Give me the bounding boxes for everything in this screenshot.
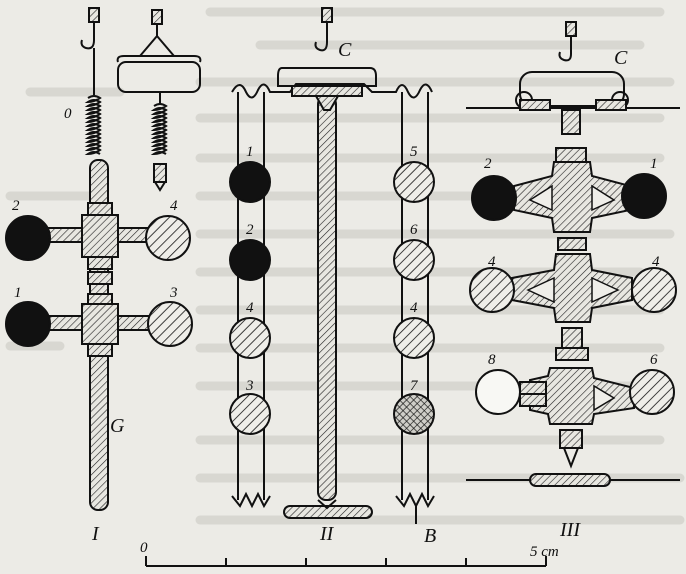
hook-icon [558,36,572,62]
hook-icon [314,22,328,52]
ball-1-black [5,301,51,347]
label-ball-2: 2 [12,198,20,214]
label-II-ball-2: 2 [246,222,254,238]
ball-4-hatched-left [469,267,515,313]
label-II-ball-3: 3 [245,378,254,394]
label-ball-1: 1 [14,285,22,301]
label-II-ball-4b: 4 [410,300,418,316]
label-III-ball-6: 6 [650,352,658,368]
label-ball-3: 3 [169,285,178,301]
label-II-ball-5: 5 [410,144,418,160]
panel-II: C 1 2 4 3 5 6 4 7 [229,7,436,547]
panel-label-I: I [91,523,100,545]
upper-cross [5,202,191,270]
label-II-ball-4: 4 [246,300,254,316]
panel-III: C 2 1 4 4 8 6 [466,21,680,541]
ball-4-hatched [229,317,271,359]
ball-2-black [471,175,517,221]
panel-I: 0 G 2 4 1 3 I [5,7,193,545]
label-III-ball-1: 1 [650,156,658,172]
label-II-ball-7: 7 [410,378,419,394]
ball-3-hatched [147,301,193,347]
ball-1-black [229,161,271,203]
lower-cross [5,271,193,357]
label-II-ball-6: 6 [410,222,418,238]
ball-7-crosshatched [393,393,435,435]
scale-end-label: 5 cm [530,544,559,560]
ball-8-white [475,369,521,415]
label-III-ball-4-left: 4 [488,254,496,270]
ball-3-hatched [229,393,271,435]
spring [84,48,102,156]
panel-label-III: III [559,519,581,541]
panel-label-II: II [319,523,335,545]
label-ball-4: 4 [170,198,178,214]
ball-1-black [621,173,667,219]
ball-2-black [229,239,271,281]
scale-bar: 0 5 cm [140,540,559,567]
label-II-ball-1: 1 [246,144,254,160]
ball-4-hatched [393,317,435,359]
yoke-detail [116,9,202,192]
label-crossbar-C-III: C [614,47,628,69]
scale-start-label: 0 [140,540,148,556]
hook-II-top [321,7,333,23]
label-hook-spring: 0 [64,106,72,122]
ball-4-hatched [145,215,191,261]
label-wire-B: B [424,525,436,547]
ball-6-hatched [393,239,435,281]
rod-II [317,95,337,501]
label-III-ball-8: 8 [488,352,496,368]
hook-icon [80,7,100,50]
label-rod-G: G [110,415,125,437]
ball-5-hatched [393,161,435,203]
label-III-ball-2: 2 [484,156,492,172]
label-III-ball-4-right: 4 [652,254,660,270]
ball-2-black [5,215,51,261]
hook-III-top [565,21,577,37]
ball-4-hatched-right [631,267,677,313]
ball-6-hatched [629,369,675,415]
label-crossbar-C-II: C [338,39,352,61]
